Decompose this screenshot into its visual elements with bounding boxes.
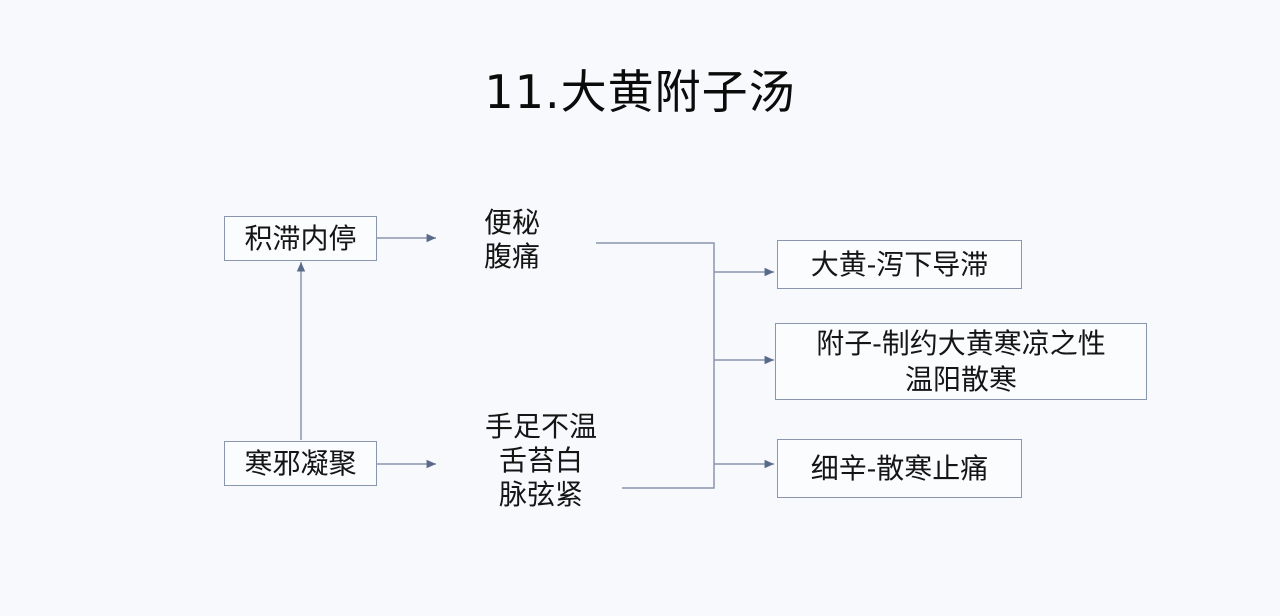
herb-line: 温阳散寒 <box>904 362 1017 396</box>
cause-box-cold-accumulation: 寒邪凝聚 <box>224 441 377 486</box>
symptom-line: 舌苔白 <box>498 444 583 477</box>
bracket-symptoms <box>596 242 715 489</box>
symptom-line: 脉弦紧 <box>498 478 583 511</box>
herb-box-rhubarb: 大黄-泻下导滞 <box>777 240 1022 289</box>
cause-box-food-stagnation: 积滞内停 <box>224 216 377 261</box>
herb-line: 细辛-散寒止痛 <box>810 451 989 485</box>
herb-line: 附子-制约大黄寒凉之性 <box>816 326 1106 360</box>
symptom-group-1: 便秘 腹痛 <box>484 206 540 274</box>
herb-box-asarum: 细辛-散寒止痛 <box>777 439 1022 498</box>
cause-label: 寒邪凝聚 <box>244 446 357 480</box>
herb-box-aconite: 附子-制约大黄寒凉之性 温阳散寒 <box>775 323 1147 400</box>
diagram-title: 11.大黄附子汤 <box>484 65 796 119</box>
herb-line: 大黄-泻下导滞 <box>810 247 989 281</box>
symptom-group-2: 手足不温 舌苔白 脉弦紧 <box>476 410 606 512</box>
symptom-line: 手足不温 <box>484 410 597 443</box>
symptom-line: 腹痛 <box>484 240 541 273</box>
cause-label: 积滞内停 <box>244 221 357 255</box>
symptom-line: 便秘 <box>484 206 541 239</box>
